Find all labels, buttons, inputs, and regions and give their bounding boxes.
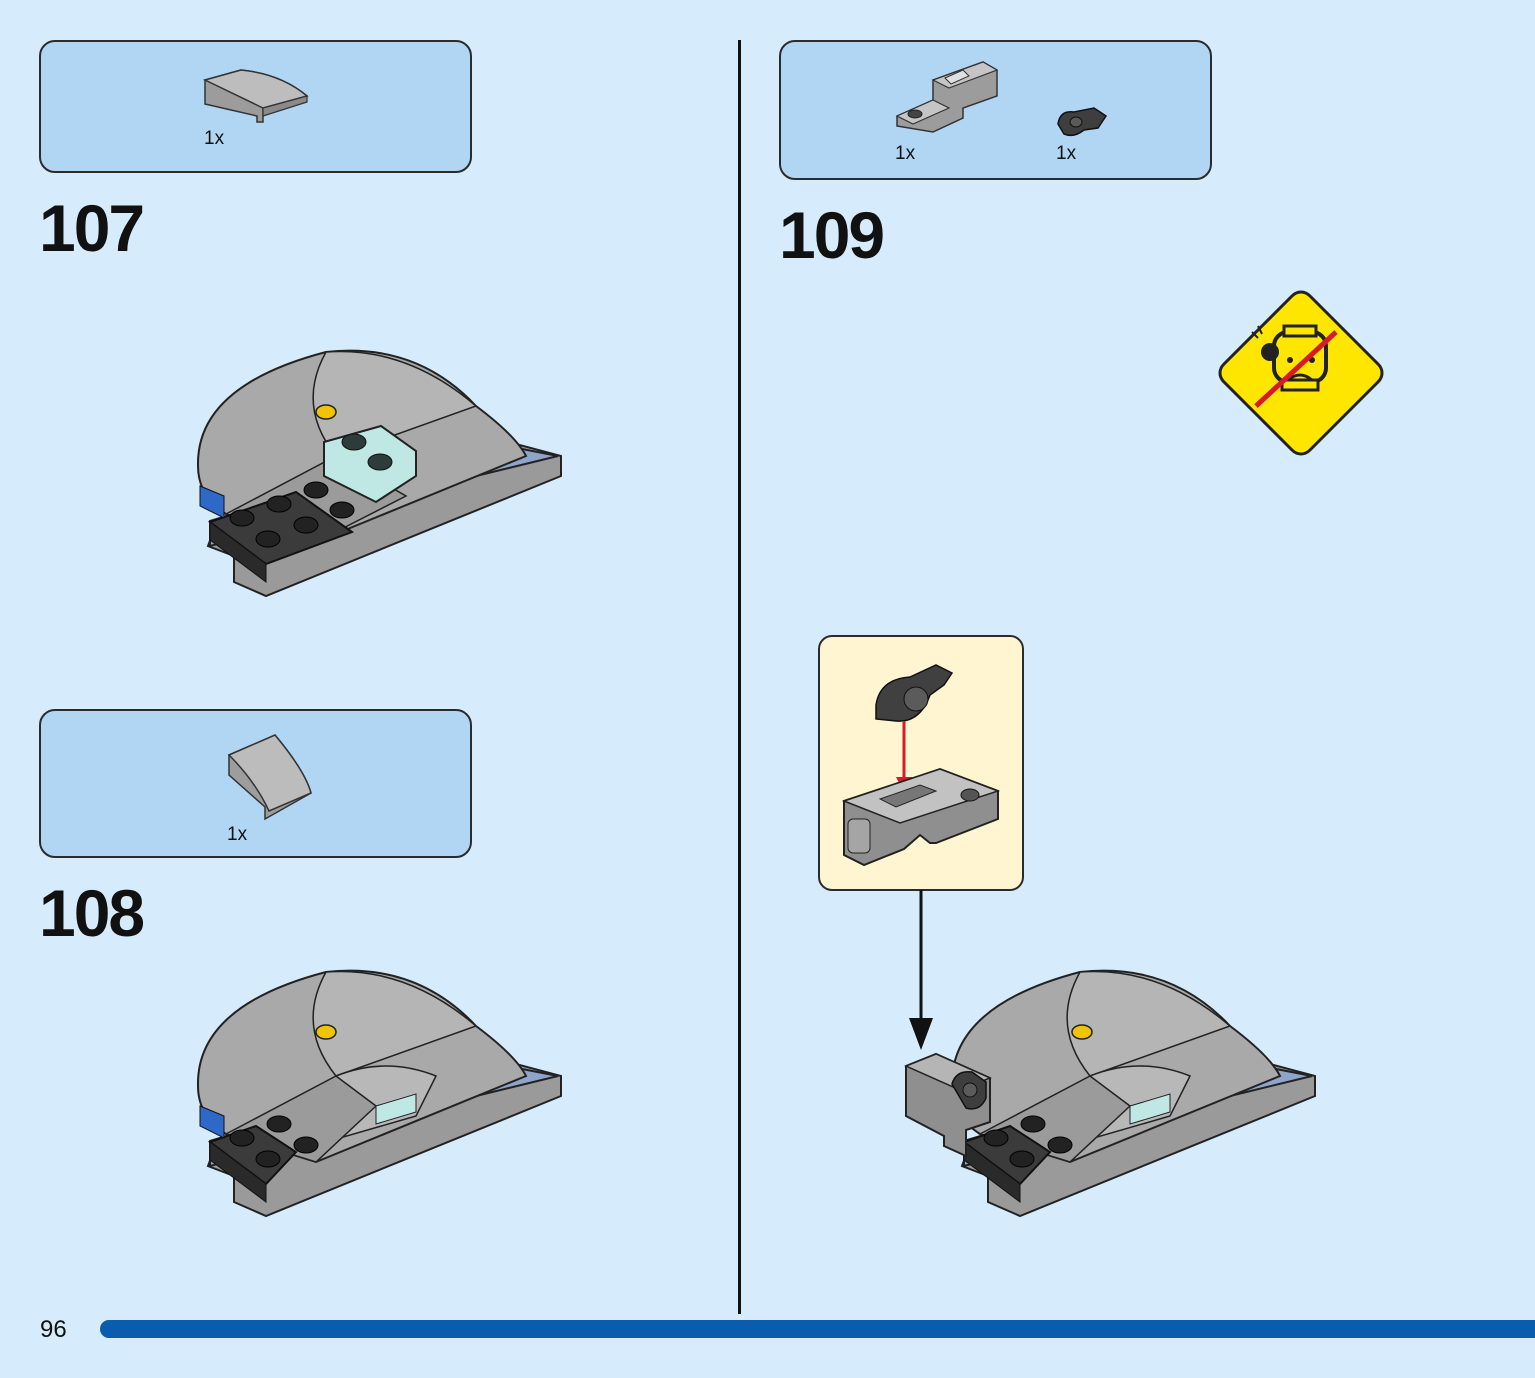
page-number: 96 [40,1316,67,1343]
clip-hinge-icon [1057,107,1108,137]
curved-slope-icon [202,69,309,123]
parts-list-step-107: 1x [39,40,472,173]
build-model-step-108 [196,969,562,1218]
part-quantity: 1x [895,143,916,164]
parts-list-step-109: 1x 1x [779,40,1212,180]
curved-wedge-icon [227,734,312,821]
build-model-step-109 [904,969,1316,1218]
build-model-step-107 [196,349,562,598]
part-quantity: 1x [1056,143,1077,164]
progress-bar-fill [100,1320,1535,1338]
bracket-plate-icon [895,61,999,133]
part-quantity: 1x [204,128,225,149]
step-number-108: 108 [39,876,145,950]
step-number-107: 107 [39,191,145,265]
part-quantity: 1x [227,824,248,845]
column-divider [738,40,741,1314]
sub-assembly-callout [818,635,1024,891]
step-number-109: 109 [779,198,885,272]
no-minifig-head-icon [1218,290,1384,456]
assembly-arrow [909,890,933,1050]
parts-list-step-108: 1x [39,709,472,858]
progress-bar [100,1320,1535,1338]
sub-assembly-illustration [841,664,1001,867]
